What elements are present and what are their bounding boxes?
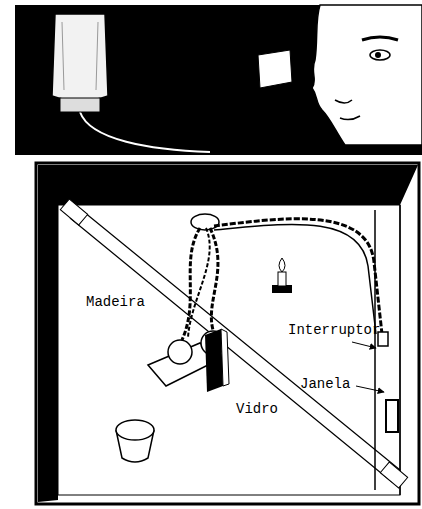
glass-pane bbox=[70, 212, 400, 482]
wire bbox=[214, 219, 382, 334]
eyebrow bbox=[362, 37, 398, 40]
box-wall bbox=[38, 165, 418, 502]
wood-block-side bbox=[221, 329, 229, 386]
right-wall bbox=[375, 205, 400, 495]
pupil bbox=[375, 52, 381, 58]
candle bbox=[278, 272, 286, 286]
part-label: Vidro bbox=[236, 401, 278, 417]
wire bbox=[214, 225, 376, 334]
part-label: Interruptor bbox=[288, 322, 380, 338]
part-label: Janela bbox=[300, 376, 350, 392]
wood-block bbox=[205, 329, 223, 392]
box-outline bbox=[36, 163, 419, 504]
glass-clip bbox=[60, 199, 87, 225]
glass-clip bbox=[380, 462, 407, 488]
cup-rim bbox=[116, 420, 154, 440]
part-label: Madeira bbox=[86, 294, 145, 310]
flame bbox=[279, 258, 285, 272]
jar bbox=[52, 14, 108, 101]
peep-window bbox=[258, 50, 292, 88]
box-floor bbox=[58, 205, 400, 495]
dark-panel bbox=[15, 5, 422, 155]
face bbox=[312, 5, 422, 145]
jar-shine bbox=[62, 22, 98, 90]
wire bbox=[188, 228, 210, 338]
eye bbox=[370, 50, 390, 60]
window bbox=[386, 400, 398, 432]
pointer-arrow bbox=[356, 386, 384, 392]
ceiling-rose bbox=[191, 214, 219, 230]
jar-cap bbox=[60, 98, 100, 112]
mouth-lines bbox=[335, 100, 360, 120]
lamp-cord bbox=[80, 112, 210, 152]
bulb bbox=[168, 340, 192, 364]
pointer-arrow bbox=[352, 342, 376, 348]
wire bbox=[210, 228, 218, 330]
